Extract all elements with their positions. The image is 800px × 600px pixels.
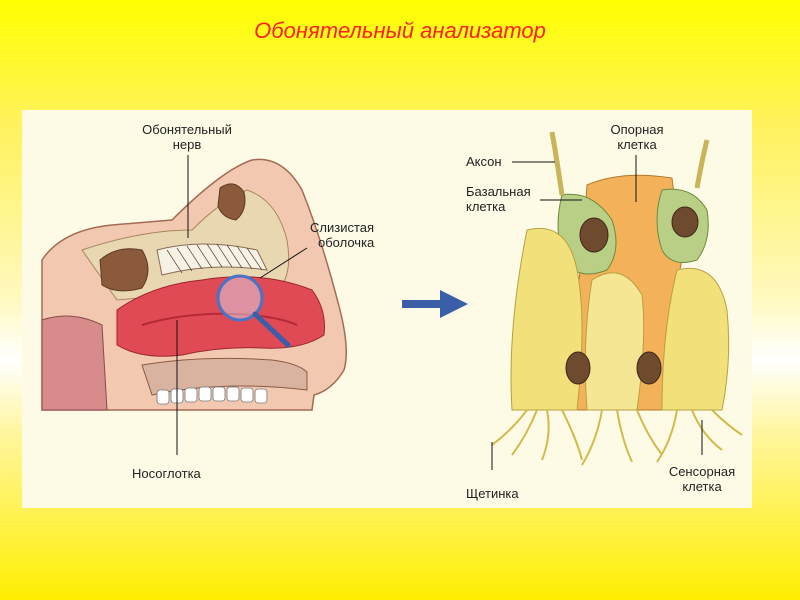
teeth (156, 386, 268, 405)
label-support-cell-line1: Опорная (610, 122, 664, 137)
nasal-cavity-diagram (41, 155, 347, 455)
label-mucosa-line1: Слизистая (310, 220, 375, 235)
olfactory-region (156, 243, 268, 276)
label-sensory-cell-line2: клетка (682, 479, 722, 494)
magnifier-icon (216, 274, 291, 348)
olfactory-epithelium-diagram (491, 131, 743, 470)
basal-nucleus-left (579, 217, 609, 253)
slide-title: Обонятельный анализатор (254, 18, 546, 43)
sensory-cell-2 (584, 272, 645, 411)
anatomy-illustration (41, 131, 743, 470)
right-arrow-icon (402, 290, 468, 318)
olfactory-fibers (166, 243, 263, 274)
label-olfactory-nerve: Обонятельный нерв (127, 122, 247, 152)
label-nasopharynx: Носоглотка (132, 466, 201, 481)
cell-nucleus-1 (565, 351, 591, 385)
label-sensory-cell: Сенсорная клетка (657, 464, 747, 494)
sensory-cell-1 (510, 227, 583, 411)
cilia (491, 409, 743, 466)
label-basal-cell-line2: клетка (466, 199, 506, 214)
illustration-panel: Обонятельный нерв Слизистая оболочка Нос… (22, 110, 752, 508)
cell-nucleus-2 (636, 351, 662, 385)
axon-left (549, 131, 565, 196)
left-leader-lines (176, 155, 308, 455)
right-leader-lines (491, 155, 703, 470)
label-axon: Аксон (466, 154, 502, 169)
basal-nucleus-right (671, 206, 699, 238)
label-mucosa-line2: оболочка (318, 235, 375, 250)
label-support-cell-line2: клетка (617, 137, 657, 152)
mucosa-fold (141, 312, 298, 326)
axon-right (694, 139, 710, 189)
label-olfactory-nerve-line1: Обонятельный (142, 122, 232, 137)
label-olfactory-nerve-line2: нерв (172, 137, 202, 152)
label-cilia: Щетинка (466, 486, 519, 501)
label-mucosa: Слизистая оболочка (310, 220, 374, 250)
sensory-cell-3 (661, 267, 730, 411)
label-sensory-cell-line1: Сенсорная (668, 464, 736, 479)
nasal-mucosa (116, 276, 325, 357)
sinus-left (99, 248, 149, 292)
nasopharynx-region (41, 315, 108, 411)
label-support-cell: Опорная клетка (597, 122, 677, 152)
label-basal-cell-line1: Базальная (466, 184, 531, 199)
label-basal-cell: Базальная клетка (466, 184, 531, 214)
sinus-right (217, 183, 246, 221)
